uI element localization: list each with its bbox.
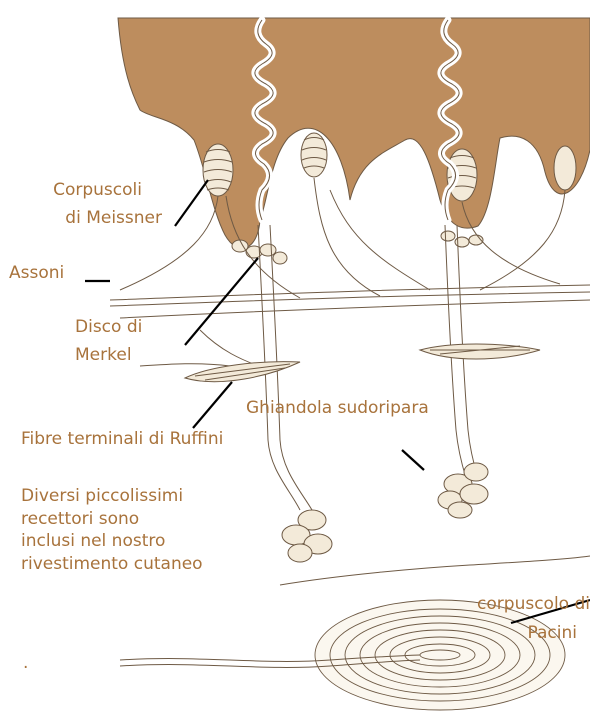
caption-line-4: rivestimento cutaneo [21, 553, 291, 576]
leader-meissner [175, 180, 208, 226]
pacinian-corpuscle [315, 600, 565, 710]
leader-ruffini [193, 382, 232, 428]
label-ruffini: Fibre terminali di Ruffini [21, 428, 223, 450]
label-merkel-line1: Disco di [75, 316, 142, 338]
label-dot: . [23, 652, 28, 674]
ruffini-endings [185, 344, 540, 382]
label-meissner-line1: Corpuscoli [0, 179, 142, 201]
duct-tubes [258, 225, 478, 510]
caption-line-3: inclusi nel nostro [21, 530, 291, 553]
axons [110, 178, 590, 370]
epidermis [118, 18, 590, 248]
caption-line-2: recettori sono [21, 508, 291, 531]
leader-sweat-gland [402, 450, 424, 470]
label-assoni: Assoni [9, 262, 64, 284]
label-meissner-line2: di Meissner [0, 207, 162, 229]
caption-line-1: Diversi piccolissimi [21, 485, 291, 508]
label-merkel-line2: Merkel [75, 344, 132, 366]
caption: Diversi piccolissimi recettori sono incl… [21, 485, 291, 575]
sweat-gland-coils [282, 463, 488, 562]
deep-dermis-line [280, 556, 590, 585]
label-pacini-line2: Pacini [420, 622, 577, 644]
label-pacini-line1: corpuscolo di [420, 593, 590, 615]
label-sweat-gland: Ghiandola sudoripara [246, 397, 429, 419]
